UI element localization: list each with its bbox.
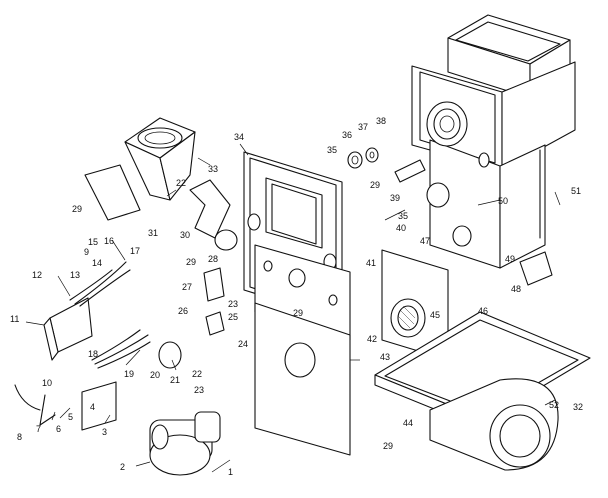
- callout-25: 25: [228, 312, 238, 322]
- callout-9: 9: [84, 247, 89, 257]
- callout-6: 6: [56, 424, 61, 434]
- callout-44: 44: [403, 418, 413, 428]
- callout-22-bottom: 22: [192, 369, 202, 379]
- callout-39: 39: [390, 193, 400, 203]
- callout-30: 30: [180, 230, 190, 240]
- callout-32: 32: [573, 402, 583, 412]
- callout-15: 15: [88, 237, 98, 247]
- callout-48: 48: [511, 284, 521, 294]
- callout-8: 8: [17, 432, 22, 442]
- callout-4: 4: [90, 402, 95, 412]
- callout-23-lower: 23: [194, 385, 204, 395]
- callout-40: 40: [396, 223, 406, 233]
- callout-23-upper: 23: [228, 299, 238, 309]
- callout-45: 45: [430, 310, 440, 320]
- callout-50: 50: [498, 196, 508, 206]
- callout-18: 18: [88, 349, 98, 359]
- heat-exchanger: [411, 14, 576, 269]
- callout-31: 31: [148, 228, 158, 238]
- flue-collar: [124, 117, 196, 201]
- callout-52: 52: [549, 400, 559, 410]
- leader-lines: [25, 143, 561, 473]
- callout-29-left: 29: [72, 204, 82, 214]
- callout-38: 38: [376, 116, 386, 126]
- gasket-ring-outer: [347, 151, 363, 169]
- sight-glass: [214, 229, 238, 251]
- oil-burner: [149, 411, 221, 476]
- callout-7: 7: [36, 424, 41, 434]
- mounting-plate: [81, 381, 117, 431]
- callout-13: 13: [70, 270, 80, 280]
- callout-2: 2: [120, 462, 125, 472]
- callout-5: 5: [68, 412, 73, 422]
- callout-labels: 1 2 3 4 5 6 7 8 9 10 11 12 13 14 15 16 1…: [10, 116, 583, 477]
- callout-26: 26: [178, 306, 188, 316]
- observation-port: [426, 182, 450, 208]
- callout-47: 47: [420, 236, 430, 246]
- callout-1: 1: [228, 467, 233, 477]
- callout-35-mid: 35: [398, 211, 408, 221]
- callout-20: 20: [150, 370, 160, 380]
- callout-37: 37: [358, 122, 368, 132]
- callout-34: 34: [234, 132, 244, 142]
- electrode-bracket: [205, 311, 225, 336]
- callout-14: 14: [92, 258, 102, 268]
- callout-46: 46: [478, 306, 488, 316]
- callout-21: 21: [170, 375, 180, 385]
- ignitor-leads: [14, 384, 56, 426]
- callout-3: 3: [102, 427, 107, 437]
- callout-10: 10: [42, 378, 52, 388]
- callout-27: 27: [182, 282, 192, 292]
- callout-29-bottom: 29: [383, 441, 393, 451]
- callout-41: 41: [366, 258, 376, 268]
- callout-22-top: 22: [176, 178, 186, 188]
- callout-17: 17: [130, 246, 140, 256]
- inner-panel: [381, 249, 449, 361]
- callout-42: 42: [367, 334, 377, 344]
- wire-harness: [91, 329, 151, 369]
- callout-29-mid: 29: [186, 257, 196, 267]
- transformer: [203, 267, 225, 302]
- primary-control-box: [43, 261, 131, 361]
- access-door-panel: [254, 302, 351, 456]
- callout-29-top: 29: [370, 180, 380, 190]
- front-panel: [243, 151, 351, 341]
- callout-49: 49: [505, 254, 515, 264]
- bracket-clip: [394, 159, 426, 183]
- gasket-plate: [84, 164, 141, 221]
- gasket-ring-inner: [365, 147, 379, 163]
- support-bracket: [519, 251, 553, 286]
- callout-16: 16: [104, 236, 114, 246]
- callout-36: 36: [342, 130, 352, 140]
- callout-35-top: 35: [327, 145, 337, 155]
- callout-28: 28: [208, 254, 218, 264]
- callout-11: 11: [10, 314, 19, 324]
- callout-51: 51: [571, 186, 581, 196]
- callout-19: 19: [124, 369, 134, 379]
- callout-33: 33: [208, 164, 218, 174]
- callout-43: 43: [380, 352, 390, 362]
- callout-12: 12: [32, 270, 42, 280]
- callout-29-panel: 29: [293, 308, 303, 318]
- base-assembly: [374, 311, 591, 471]
- baffle-bracket: [189, 179, 231, 239]
- callout-24: 24: [238, 339, 248, 349]
- cad-cell: [158, 341, 182, 369]
